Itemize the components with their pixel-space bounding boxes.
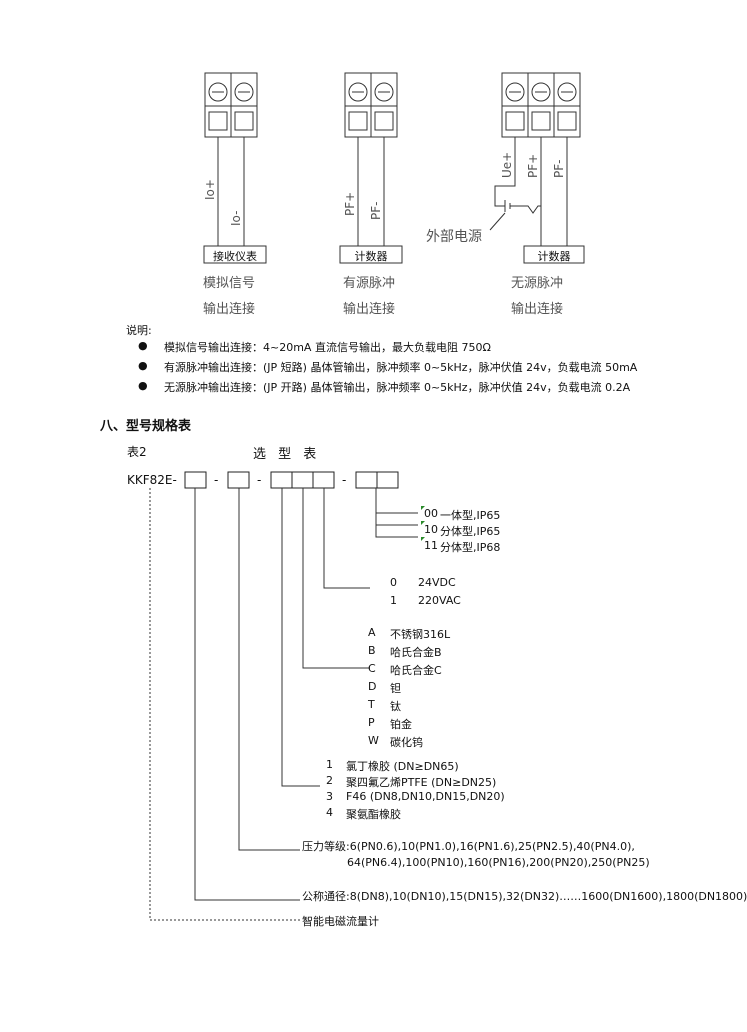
caption-analog-line2: 输出连接: [203, 302, 256, 317]
option-desc: 钛: [390, 700, 401, 713]
note-item: 模拟信号输出连接：4~20mA 直流信号输出，最大负载电阻 750Ω: [164, 341, 491, 354]
model-prefix: KKF82E-: [127, 473, 177, 487]
option-code: 00: [424, 507, 438, 520]
note-bullet: ●: [138, 379, 148, 392]
option-code: T: [368, 698, 375, 711]
note-bullet: ●: [138, 359, 148, 372]
caption-passive-line1: 无源脉冲: [511, 276, 564, 291]
option-code: 2: [326, 774, 333, 787]
caption-active-line2: 输出连接: [343, 302, 396, 317]
terminal-block-active: [339, 72, 403, 264]
caption-passive-line2: 输出连接: [511, 302, 564, 317]
selection-marks: [421, 506, 425, 541]
terminal-block-passive: [489, 72, 585, 264]
option-desc: 24VDC: [418, 576, 456, 589]
option-code: 1: [326, 758, 333, 771]
option-code: 10: [424, 523, 438, 536]
device-label-counter: 计数器: [537, 250, 571, 263]
option-code: 3: [326, 790, 333, 803]
caption-active-line1: 有源脉冲: [343, 276, 396, 291]
caption-analog-line1: 模拟信号: [203, 276, 256, 291]
option-code: D: [368, 680, 377, 693]
note-bullet: ●: [138, 339, 148, 352]
code-separator: -: [257, 473, 262, 487]
option-desc: 钽: [390, 682, 401, 695]
option-desc: 氯丁橡胶 (DN≥DN65): [346, 760, 459, 773]
option-code: A: [368, 626, 376, 639]
option-desc: 聚氨酯橡胶: [346, 808, 401, 821]
terminal-label-pf-minus: PF-: [369, 201, 383, 220]
notes-heading: 说明:: [126, 324, 152, 337]
terminal-label-pf-plus: PF+: [526, 153, 540, 178]
option-code: W: [368, 734, 379, 747]
option-desc: 哈氏合金C: [390, 664, 442, 677]
wiring-diagram-graphics: [149, 72, 585, 921]
table-label: 表2: [127, 445, 147, 459]
option-code: B: [368, 644, 376, 657]
option-desc: 不锈钢316L: [390, 628, 451, 641]
option-code: 11: [424, 539, 438, 552]
product-name: 智能电磁流量计: [302, 915, 379, 928]
nominal-diameter: 公称通径:8(DN8),10(DN10),15(DN15),32(DN32)………: [302, 890, 747, 903]
external-power-label: 外部电源: [426, 229, 482, 245]
code-separator: -: [342, 473, 347, 487]
option-code: P: [368, 716, 375, 729]
terminal-label-pf-minus: PF-: [552, 159, 566, 178]
terminal-label-io-plus: Io+: [203, 179, 217, 200]
pressure-rating-line2: 64(PN6.4),100(PN10),160(PN16),200(PN20),…: [347, 856, 650, 869]
pressure-rating-line1: 压力等级:6(PN0.6),10(PN1.0),16(PN1.6),25(PN2…: [302, 840, 635, 853]
option-code: 1: [390, 594, 397, 607]
note-item: 有源脉冲输出连接：(JP 短路) 晶体管输出，脉冲频率 0~5kHz，脉冲伏值 …: [164, 361, 638, 374]
option-desc: 铂金: [390, 718, 412, 731]
option-desc: 一体型,IP65: [440, 509, 501, 522]
terminal-block-analog: [203, 72, 267, 264]
option-desc: 分体型,IP65: [440, 525, 501, 538]
device-label-counter: 计数器: [354, 250, 388, 263]
table-title: 选 型 表: [253, 447, 321, 462]
terminal-label-ue-plus: Ue+: [500, 151, 514, 178]
code-separator: -: [214, 473, 219, 487]
option-code: 4: [326, 806, 333, 819]
option-code: C: [368, 662, 376, 675]
option-desc: 220VAC: [418, 594, 461, 607]
option-desc: 哈氏合金B: [390, 646, 442, 659]
device-label-receiver: 接收仪表: [213, 250, 257, 263]
selection-leader-lines: [149, 488, 418, 921]
option-desc: 聚四氟乙烯PTFE (DN≥DN25): [346, 776, 497, 789]
note-item: 无源脉冲输出连接：(JP 开路) 晶体管输出，脉冲频率 0~5kHz，脉冲伏值 …: [164, 381, 631, 394]
option-desc: F46 (DN8,DN10,DN15,DN20): [346, 790, 505, 803]
terminal-label-io-minus: Io-: [229, 210, 243, 226]
option-code: 0: [390, 576, 397, 589]
option-desc: 碳化钨: [390, 736, 423, 749]
terminal-label-pf-plus: PF+: [343, 191, 357, 216]
option-desc: 分体型,IP68: [440, 541, 501, 554]
section-title: 八、型号规格表: [100, 419, 192, 434]
